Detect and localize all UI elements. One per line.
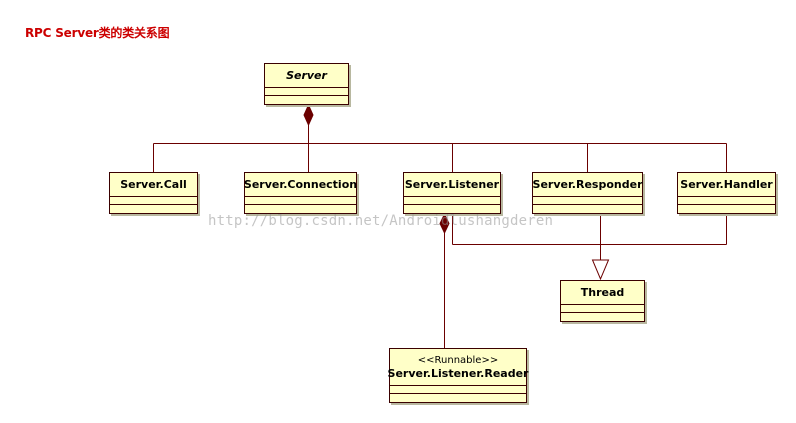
inheritance-triangle <box>591 259 610 281</box>
class-name: Server <box>265 64 348 88</box>
class-name: Server.Handler <box>678 173 775 197</box>
operations-compartment <box>245 205 356 213</box>
class-name: Server.Responder <box>533 173 643 197</box>
operations-compartment <box>110 205 197 213</box>
listener-composition-diamond <box>439 212 450 235</box>
class-server-handler[interactable]: Server.Handler <box>677 172 776 214</box>
class-server-responder[interactable]: Server.Responder <box>532 172 643 214</box>
attributes-compartment <box>404 197 500 205</box>
class-server-listener-reader[interactable]: <<Runnable>> Server.Listener.Reader <box>387 348 529 403</box>
operations-compartment <box>678 205 775 213</box>
attributes-compartment <box>390 386 526 394</box>
class-thread[interactable]: Thread <box>560 280 645 322</box>
server-composition-diamond <box>303 103 314 127</box>
operations-compartment <box>390 394 526 402</box>
class-name: Server.Listener.Reader <box>387 366 529 380</box>
diagram-title: RPC Server类的类关系图 <box>25 26 170 40</box>
class-server-connection[interactable]: Server.Connection <box>244 172 357 214</box>
class-name: Server.Connection <box>244 173 357 197</box>
operations-compartment <box>561 313 644 321</box>
operations-compartment <box>533 205 642 213</box>
attributes-compartment <box>561 305 644 313</box>
class-server-call[interactable]: Server.Call <box>109 172 198 214</box>
attributes-compartment <box>678 197 775 205</box>
attributes-compartment <box>265 88 348 96</box>
operations-compartment <box>265 96 348 104</box>
class-name: Thread <box>561 281 644 305</box>
attributes-compartment <box>245 197 356 205</box>
operations-compartment <box>404 205 500 213</box>
class-header: <<Runnable>> Server.Listener.Reader <box>387 349 529 386</box>
watermark-text: http://blog.csdn.net/Androidlushangderen <box>208 213 554 229</box>
class-server[interactable]: Server <box>264 63 349 105</box>
class-name: Server.Listener <box>404 173 500 197</box>
class-stereotype: <<Runnable>> <box>417 354 499 366</box>
attributes-compartment <box>110 197 197 205</box>
class-server-listener[interactable]: Server.Listener <box>403 172 501 214</box>
attributes-compartment <box>533 197 642 205</box>
class-name: Server.Call <box>110 173 197 197</box>
